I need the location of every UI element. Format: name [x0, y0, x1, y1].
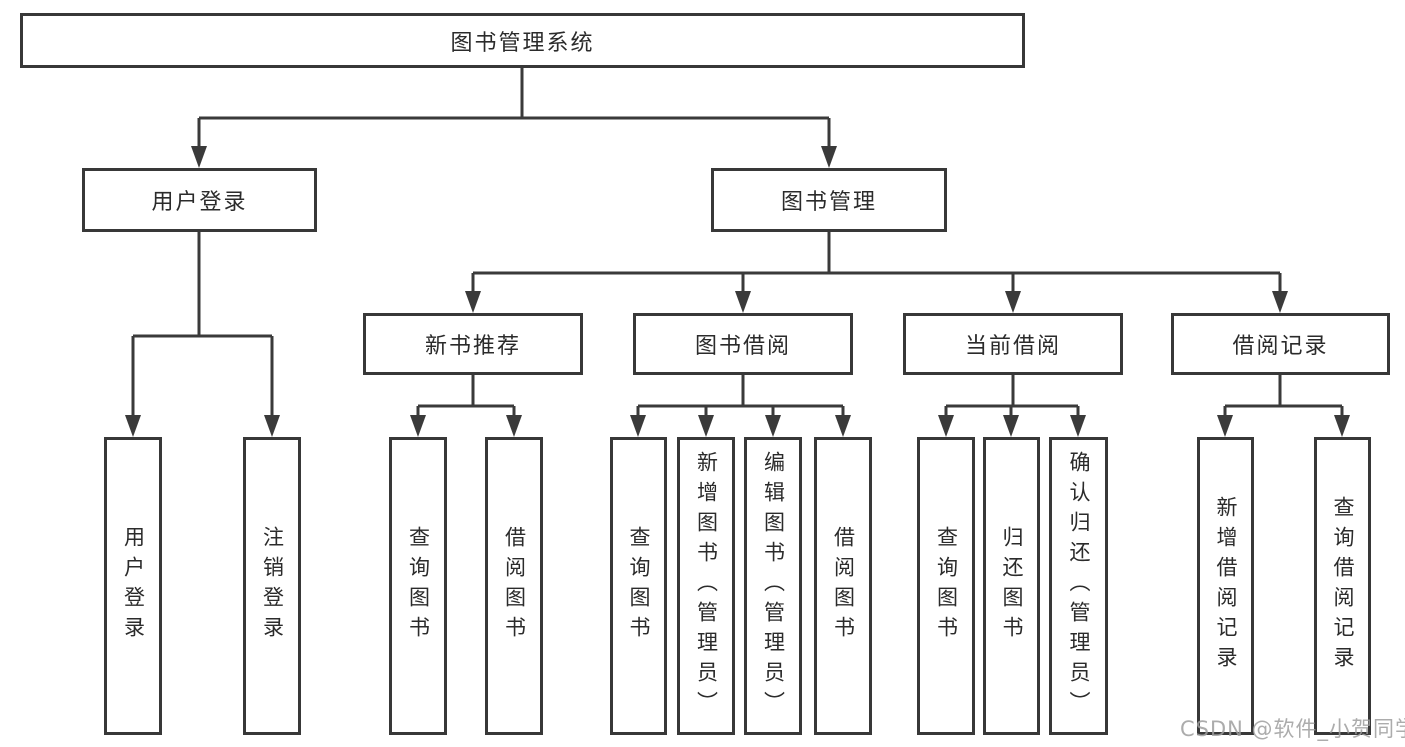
node-label: 确认归还（管理员） — [1067, 451, 1091, 721]
node-borrow-books: 借阅图书 — [485, 437, 543, 735]
node-current-borrowing: 当前借阅 — [903, 313, 1123, 375]
node-label: 注销登录 — [260, 526, 285, 646]
node-query-books: 查询图书 — [917, 437, 975, 735]
node-return-books: 归还图书 — [983, 437, 1040, 735]
node-label: 归还图书 — [1000, 526, 1024, 646]
node-label: 用户登录 — [121, 526, 146, 646]
node-label: 借阅图书 — [831, 526, 856, 646]
node-borrow-books: 借阅图书 — [814, 437, 872, 735]
node-label: 新增图书（管理员） — [694, 451, 719, 721]
node-user-login-leaf: 用户登录 — [104, 437, 162, 735]
node-query-books: 查询图书 — [610, 437, 667, 735]
node-label: 用户登录 — [151, 190, 248, 215]
node-edit-books-admin: 编辑图书（管理员） — [744, 437, 802, 735]
node-label: 新增借阅记录 — [1214, 496, 1238, 676]
node-label: 图书管理系统 — [450, 30, 595, 56]
node-label: 图书管理 — [780, 190, 877, 215]
node-system-root: 图书管理系统 — [20, 13, 1025, 68]
node-add-books-admin: 新增图书（管理员） — [677, 437, 735, 735]
node-label: 查询图书 — [627, 526, 651, 646]
node-label: 编辑图书（管理员） — [761, 451, 786, 721]
node-query-borrow-record: 查询借阅记录 — [1314, 437, 1371, 735]
node-user-login-branch: 用户登录 — [82, 168, 317, 232]
node-confirm-return-admin: 确认归还（管理员） — [1049, 437, 1108, 735]
node-label: 当前借阅 — [964, 334, 1061, 359]
node-book-borrowing: 图书借阅 — [633, 313, 853, 375]
node-book-management-branch: 图书管理 — [711, 168, 947, 232]
node-label: 查询借阅记录 — [1331, 496, 1355, 676]
node-label: 查询图书 — [406, 526, 431, 646]
node-query-books: 查询图书 — [389, 437, 447, 735]
node-borrowing-records: 借阅记录 — [1171, 313, 1390, 375]
node-new-book-recommend: 新书推荐 — [363, 313, 583, 375]
node-label: 查询图书 — [934, 526, 959, 646]
node-add-borrow-record: 新增借阅记录 — [1197, 437, 1254, 735]
node-label: 借阅图书 — [502, 526, 527, 646]
node-label: 借阅记录 — [1232, 334, 1329, 359]
node-label: 图书借阅 — [694, 334, 791, 359]
node-logout-leaf: 注销登录 — [243, 437, 301, 735]
node-label: 新书推荐 — [424, 334, 521, 359]
csdn-watermark: CSDN @软件_小贺同学 — [1180, 717, 1405, 741]
